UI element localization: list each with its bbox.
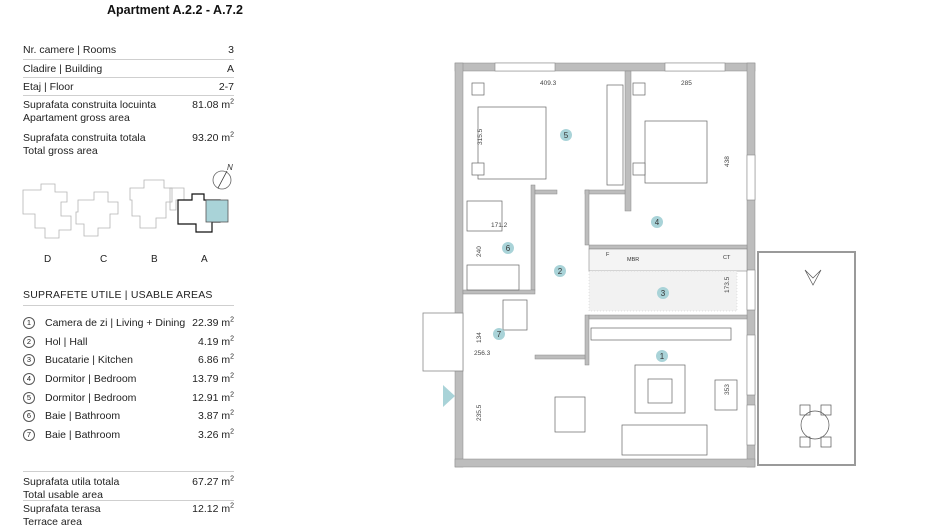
- building-keyplan: N: [22, 163, 233, 239]
- spec-value: 81.08 m2: [192, 98, 234, 112]
- area-row: 2 Hol | Hall 4.19 m2: [23, 335, 234, 349]
- room-label: Camera de zi | Living + Dining: [45, 317, 186, 329]
- room-number: 4: [23, 373, 35, 385]
- compass-icon: N: [212, 163, 233, 190]
- dim-label: 171.2: [491, 222, 508, 229]
- total-value: 12.12 m2: [192, 502, 234, 516]
- area-row: 4 Dormitor | Bedroom 13.79 m2: [23, 372, 234, 386]
- divider: [23, 500, 234, 501]
- dim-label: 256.3: [474, 350, 491, 357]
- divider: [23, 77, 234, 78]
- apartment-title: Apartment A.2.2 - A.7.2: [107, 3, 243, 17]
- spec-label: Nr. camere | Rooms: [23, 44, 117, 56]
- keyplan-label-d: D: [44, 254, 52, 265]
- area-row: 1 Camera de zi | Living + Dining 22.39 m…: [23, 316, 234, 330]
- dim-label: 409.3: [540, 80, 557, 87]
- dim-label: 173.5: [724, 276, 731, 293]
- dim-label: 285: [681, 80, 692, 87]
- keyplan-label-b: B: [151, 254, 158, 265]
- dim-label: 353: [724, 384, 731, 395]
- room-marker-3: 3: [661, 289, 666, 298]
- spec-label: Etaj | Floor: [23, 81, 74, 93]
- appliance-label-mbr: MBR: [627, 257, 639, 263]
- divider: [23, 95, 234, 96]
- keyplan-label-c: C: [100, 254, 108, 265]
- appliance-label-ct: CT: [723, 255, 731, 261]
- divider: [23, 59, 234, 60]
- spec-sublabel: Total gross area: [23, 145, 98, 157]
- spec-label: Cladire | Building: [23, 63, 103, 75]
- room-number: 2: [23, 336, 35, 348]
- floor-plan: 1 2 3 4 5 6 7 409.3 285 315.5 438 171.2 …: [422, 62, 856, 468]
- room-label: Baie | Bathroom: [45, 429, 121, 441]
- total-label: Suprafata terasa: [23, 503, 101, 515]
- room-label: Dormitor | Bedroom: [45, 392, 137, 404]
- room-number: 1: [23, 317, 35, 329]
- room-label: Hol | Hall: [45, 336, 88, 348]
- terrace: [757, 251, 856, 466]
- room-area: 12.91 m2: [192, 391, 234, 405]
- entrance-arrow-icon: [443, 385, 455, 407]
- room-label: Dormitor | Bedroom: [45, 373, 137, 385]
- room-markers: [493, 129, 669, 362]
- divider: [23, 471, 234, 472]
- keyplan-label-a: A: [201, 254, 208, 265]
- spec-value: 93.20 m2: [192, 131, 234, 145]
- room-marker-2: 2: [558, 267, 563, 276]
- room-marker-1: 1: [660, 352, 665, 361]
- furniture: [466, 82, 738, 456]
- area-row: 5 Dormitor | Bedroom 12.91 m2: [23, 391, 234, 405]
- dim-label: 235.5: [476, 404, 483, 421]
- area-row: 6 Baie | Bathroom 3.87 m2: [23, 409, 234, 423]
- total-sublabel: Total usable area: [23, 489, 103, 501]
- appliance-label-f: F: [606, 252, 610, 258]
- room-number: 7: [23, 429, 35, 441]
- compass-label: N: [227, 163, 233, 172]
- area-row: 7 Baie | Bathroom 3.26 m2: [23, 428, 234, 442]
- walls: [454, 62, 756, 468]
- spec-value: 2-7: [218, 81, 234, 93]
- room-number: 6: [23, 410, 35, 422]
- dim-label: 438: [724, 156, 731, 167]
- spec-label: Suprafata construita locuinta: [23, 99, 157, 111]
- spec-value: 3: [228, 44, 234, 56]
- room-marker-7: 7: [497, 330, 502, 339]
- area-row: 3 Bucatarie | Kitchen 6.86 m2: [23, 353, 234, 367]
- spec-value: A: [226, 63, 234, 75]
- room-area: 13.79 m2: [192, 372, 234, 386]
- total-label: Suprafata utila totala: [23, 476, 120, 488]
- total-value: 67.27 m2: [192, 475, 234, 489]
- highlighted-unit: [205, 199, 229, 223]
- room-area: 6.86 m2: [197, 353, 234, 367]
- divider: [23, 305, 234, 306]
- room-marker-6: 6: [506, 244, 511, 253]
- room-area: 4.19 m2: [197, 335, 234, 349]
- room-number: 3: [23, 354, 35, 366]
- room-area: 22.39 m2: [192, 316, 234, 330]
- info-panel: Apartment A.2.2 - A.7.2 Nr. camere | Roo…: [0, 0, 245, 527]
- dim-label: 134: [476, 332, 483, 343]
- room-label: Bucatarie | Kitchen: [45, 354, 133, 366]
- room-label: Baie | Bathroom: [45, 410, 121, 422]
- total-sublabel: Terrace area: [23, 516, 82, 527]
- room-marker-4: 4: [655, 218, 660, 227]
- room-marker-5: 5: [564, 131, 569, 140]
- dim-label: 240: [476, 246, 483, 257]
- spec-label: Suprafata construita totala: [23, 132, 146, 144]
- room-area: 3.87 m2: [197, 409, 234, 423]
- room-number: 5: [23, 392, 35, 404]
- room-area: 3.26 m2: [197, 428, 234, 442]
- usable-areas-heading: SUPRAFETE UTILE | USABLE AREAS: [23, 289, 213, 301]
- dim-label: 315.5: [477, 128, 484, 145]
- spec-sublabel: Apartament gross area: [23, 112, 130, 124]
